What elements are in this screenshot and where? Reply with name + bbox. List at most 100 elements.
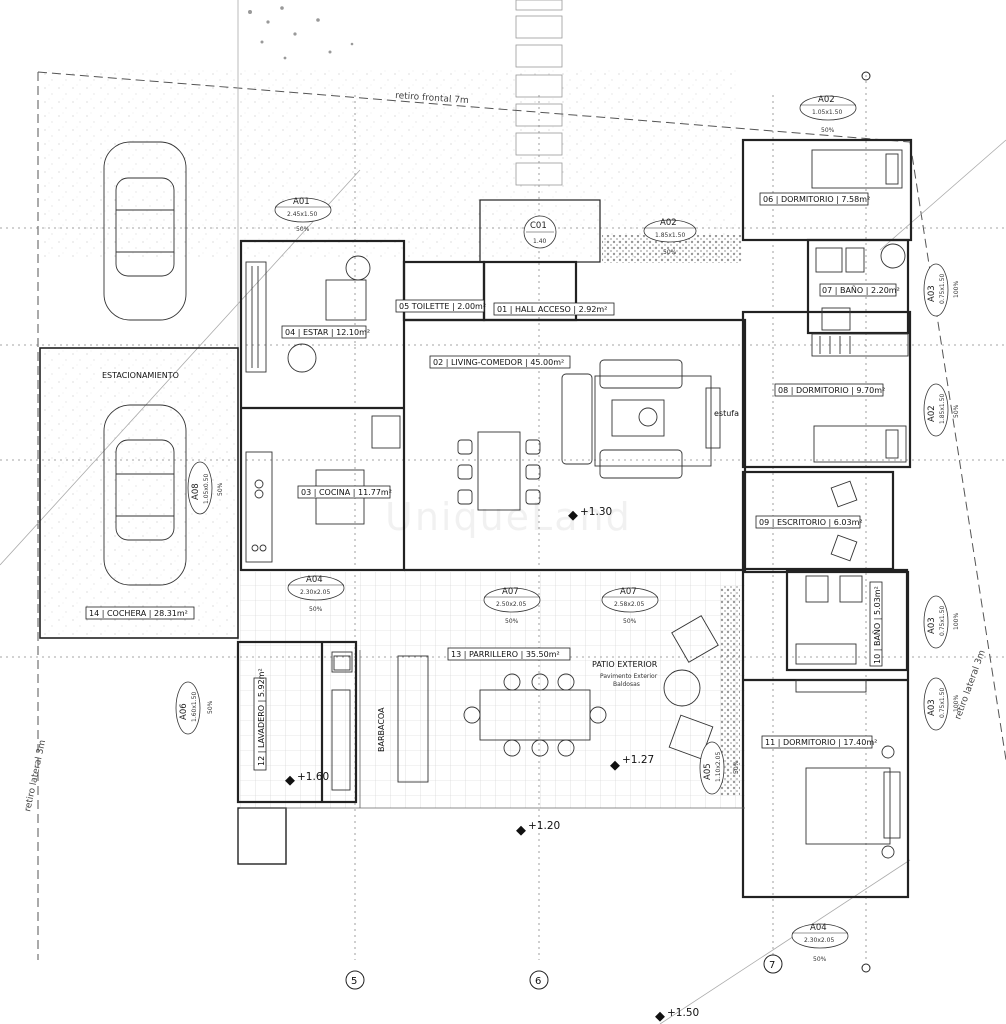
level-marker-patio: +1.27 — [610, 754, 654, 771]
car-top — [103, 141, 187, 321]
axis-markers: 5 6 7 — [345, 71, 871, 990]
level-markers: +1.30 +1.60 +1.27 +1.20 +1.50 — [285, 506, 699, 1022]
svg-text:A07: A07 — [502, 587, 519, 597]
opening-tag-a02-dorm08: A02 1.85x1.50 50% — [923, 383, 960, 437]
room-05-toilette: 05 TOILETTE | 2.00m² — [399, 302, 486, 311]
svg-text:50%: 50% — [296, 226, 310, 233]
opening-tags: A01 2.45x1.50 50% A02 1.05x1.50 50% A02 … — [175, 95, 960, 963]
opening-tag-a03-dorm11: A03 0.75x1.50 100% — [923, 677, 960, 731]
walls — [39, 138, 913, 899]
car-bottom — [103, 404, 187, 586]
svg-text:50%: 50% — [733, 760, 740, 774]
svg-text:1.60x1.50: 1.60x1.50 — [191, 692, 198, 722]
svg-text:A08: A08 — [191, 483, 201, 500]
property-lines — [37, 71, 1006, 960]
opening-tag-a04-left: A04 2.30x2.05 50% — [287, 575, 345, 613]
watermark: UniqueLand — [385, 495, 632, 539]
svg-text:1.10x2.05: 1.10x2.05 — [715, 752, 722, 782]
room-02-living: 02 | LIVING-COMEDOR | 45.00m² — [433, 358, 564, 367]
svg-text:1.40: 1.40 — [533, 238, 547, 245]
shrub-leaves — [248, 6, 354, 60]
walkway-pavers — [515, 0, 563, 186]
room-labels: 04 | ESTAR | 12.10m² 05 TOILETTE | 2.00m… — [85, 192, 900, 771]
svg-text:2.30x2.05: 2.30x2.05 — [804, 937, 834, 944]
furniture — [103, 141, 909, 859]
svg-text:50%: 50% — [309, 606, 323, 613]
svg-text:100%: 100% — [953, 613, 960, 630]
opening-tag-a01: A01 2.45x1.50 50% — [274, 197, 332, 233]
svg-text:50%: 50% — [207, 700, 214, 714]
svg-text:1.85x1.50: 1.85x1.50 — [655, 232, 685, 239]
room-04-estar: 04 | ESTAR | 12.10m² — [285, 328, 370, 337]
svg-text:50%: 50% — [505, 618, 519, 625]
svg-text:50%: 50% — [217, 482, 224, 496]
svg-text:A03: A03 — [927, 699, 937, 716]
opening-tag-a02-entry: A02 1.85x1.50 50% — [643, 218, 697, 256]
opening-tag-a06: A06 1.60x1.50 50% — [175, 681, 214, 735]
level-marker-living: +1.30 — [568, 506, 612, 521]
label-estacionamiento: ESTACIONAMIENTO — [102, 371, 179, 380]
label-patio-sub2: Baldosas — [613, 681, 640, 688]
svg-text:100%: 100% — [953, 281, 960, 298]
room-12-lavadero: 12 | LAVADERO | 5.92m² — [257, 668, 266, 766]
axis-diamond-top — [861, 71, 871, 81]
svg-text:A04: A04 — [306, 575, 323, 585]
svg-text:1.05x0.50: 1.05x0.50 — [203, 474, 210, 504]
room-01-hall: 01 | HALL ACCESO | 2.92m² — [497, 305, 607, 314]
label-estufa: estufa — [714, 409, 739, 418]
svg-text:C01: C01 — [530, 221, 547, 231]
opening-tag-a05: A05 1.10x2.05 50% — [699, 741, 740, 795]
svg-text:+1.20: +1.20 — [528, 820, 560, 832]
axis-marker-5: 5 — [345, 970, 365, 990]
svg-text:A04: A04 — [810, 923, 827, 933]
svg-text:+1.60: +1.60 — [297, 771, 329, 783]
opening-tag-a03-bano10: A03 0.75x1.50 100% — [923, 595, 960, 649]
level-marker-bottom: +1.50 — [655, 1007, 699, 1022]
label-barbacoa: BARBACOA — [377, 707, 386, 752]
room-13-parrillero: 13 | PARRILLERO | 35.50m² — [451, 650, 560, 659]
svg-text:2.58x2.05: 2.58x2.05 — [614, 601, 644, 608]
svg-text:A07: A07 — [620, 587, 637, 597]
svg-text:5: 5 — [351, 976, 357, 987]
svg-text:A02: A02 — [818, 95, 835, 105]
opening-tag-a08: A08 1.05x0.50 50% — [187, 461, 224, 515]
room-09-escritorio: 09 | ESCRITORIO | 6.03m² — [759, 518, 863, 527]
patio-edge — [240, 650, 745, 809]
label-patio-sub1: Pavimento Exterior — [600, 673, 658, 680]
svg-text:100%: 100% — [953, 695, 960, 712]
svg-text:A01: A01 — [293, 197, 310, 207]
room-14-cochera: 14 | COCHERA | 28.31m² — [89, 609, 188, 618]
room-07-bano: 07 | BAÑO | 2.20m² — [822, 285, 900, 295]
svg-text:+1.27: +1.27 — [622, 754, 654, 766]
level-marker-patio-edge: +1.20 — [516, 820, 560, 836]
room-08-dormitorio: 08 | DORMITORIO | 9.70m² — [778, 386, 885, 395]
svg-text:0.75x1.50: 0.75x1.50 — [939, 606, 946, 636]
opening-tag-a02-top: A02 1.05x1.50 50% — [799, 95, 857, 134]
setback-side-left: retiro lateral 3m — [23, 739, 48, 813]
svg-text:1.85x1.50: 1.85x1.50 — [939, 394, 946, 424]
svg-text:A02: A02 — [927, 405, 937, 422]
opening-tag-a04-bottom: A04 2.30x2.05 50% — [791, 923, 849, 963]
svg-text:7: 7 — [769, 960, 775, 971]
opening-tag-c01: C01 1.40 — [523, 215, 557, 249]
axis-marker-6: 6 — [529, 970, 549, 990]
svg-text:0.75x1.50: 0.75x1.50 — [939, 274, 946, 304]
opening-tag-a07-right: A07 2.58x2.05 50% — [601, 587, 659, 625]
svg-text:6: 6 — [535, 976, 541, 987]
room-06-dormitorio: 06 | DORMITORIO | 7.58m² — [763, 195, 870, 204]
svg-text:50%: 50% — [623, 618, 637, 625]
opening-tag-a07-left: A07 2.50x2.05 50% — [483, 587, 541, 625]
svg-text:50%: 50% — [663, 249, 677, 256]
svg-text:50%: 50% — [821, 127, 835, 134]
svg-text:A02: A02 — [660, 218, 677, 228]
svg-text:A03: A03 — [927, 285, 937, 302]
svg-text:50%: 50% — [953, 404, 960, 418]
svg-text:1.05x1.50: 1.05x1.50 — [812, 109, 842, 116]
svg-text:50%: 50% — [813, 956, 827, 963]
svg-text:+1.50: +1.50 — [667, 1007, 699, 1019]
svg-text:A05: A05 — [703, 763, 713, 780]
opening-tag-a03-bano07: A03 0.75x1.50 100% — [923, 263, 960, 317]
axis-marker-7: 7 — [763, 954, 783, 974]
svg-text:2.50x2.05: 2.50x2.05 — [496, 601, 526, 608]
